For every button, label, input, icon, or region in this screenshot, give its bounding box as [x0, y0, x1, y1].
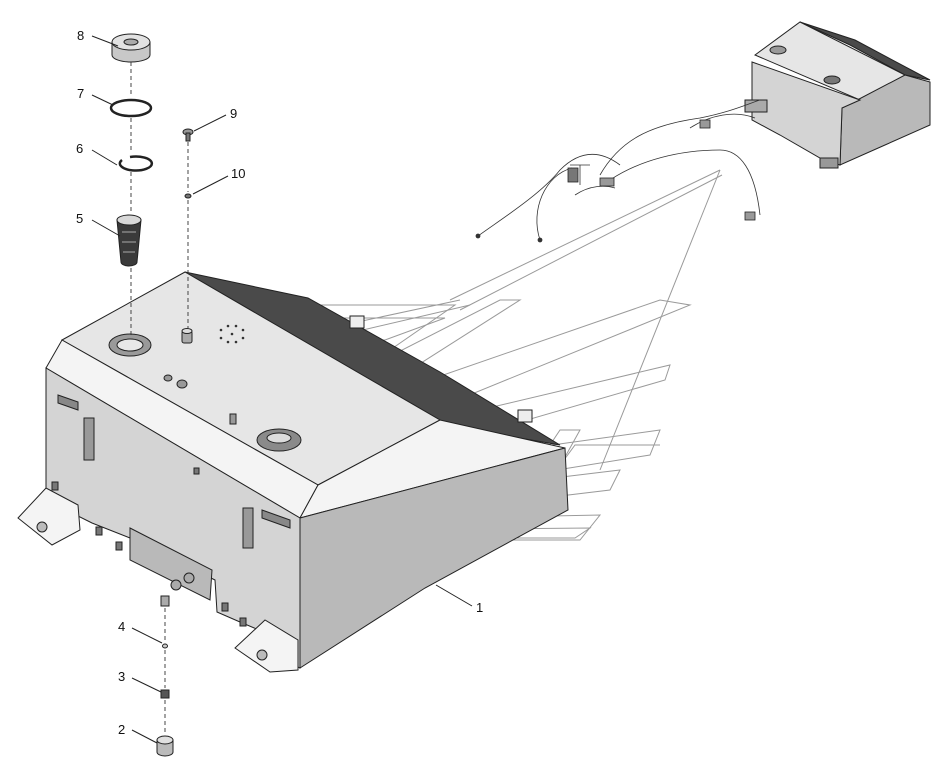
top-boss: [163, 374, 173, 382]
leader-10: [192, 175, 229, 195]
top-boss: [229, 413, 237, 425]
tank-slot: [242, 507, 254, 549]
callout-2: 2: [118, 722, 125, 737]
filler-neck-opening: [116, 338, 144, 352]
callout-4: 4: [118, 619, 125, 634]
leader-lines: [91, 35, 473, 744]
callout-6: 6: [76, 141, 83, 156]
plug-part: [156, 735, 174, 757]
callout-3: 3: [118, 669, 125, 684]
mount-hole: [36, 521, 48, 533]
tank-boss: [193, 467, 200, 475]
tank-tab: [57, 394, 79, 411]
callout-9: 9: [230, 106, 237, 121]
inset-sender: [823, 75, 841, 85]
tank-tab: [261, 509, 291, 529]
callout-1: 1: [476, 600, 483, 615]
leader-4: [131, 627, 163, 644]
sender-port-center: [266, 432, 292, 444]
leader-3: [131, 677, 162, 693]
drain-port: [183, 572, 195, 584]
callout-10: 10: [231, 166, 245, 181]
mount-hole: [256, 649, 268, 661]
tank-slot: [83, 417, 95, 461]
callout-5: 5: [76, 211, 83, 226]
leader-8: [91, 35, 119, 47]
nut-part: [160, 689, 170, 699]
tank-boss: [115, 541, 123, 551]
inset-foot: [819, 157, 839, 169]
callout-7: 7: [77, 86, 84, 101]
vent-boss-top: [181, 328, 193, 334]
wiring-harness: [475, 99, 761, 243]
leader-5: [91, 219, 121, 237]
tank-foot-left: [17, 487, 81, 546]
leader-6: [91, 149, 118, 166]
drain-fitting: [160, 595, 170, 607]
leader-7: [91, 94, 114, 106]
seal-part: [162, 643, 168, 649]
tank-boss: [51, 481, 59, 491]
snap-ring-part: [118, 155, 154, 172]
bolt-circle: [219, 324, 245, 344]
tank-assembly: [17, 271, 569, 673]
strainer-part: [116, 214, 142, 267]
inset-filler: [769, 45, 787, 55]
tank-boss: [239, 617, 247, 627]
top-boss: [176, 379, 188, 389]
drain-port: [170, 579, 182, 591]
tank-boss: [221, 602, 229, 612]
tank-boss: [95, 526, 103, 536]
washer-part: [184, 193, 192, 199]
callout-8: 8: [77, 28, 84, 43]
leader-9: [193, 114, 227, 132]
cap-part: [111, 33, 151, 63]
leader-2: [131, 729, 158, 744]
inset-sloped-panel: [799, 21, 931, 81]
o-ring-part: [109, 98, 153, 118]
lifting-lug: [517, 409, 533, 423]
tank-front-face: [45, 367, 301, 669]
inset-machine: [744, 21, 931, 169]
leader-1: [435, 584, 473, 607]
tank-foot-right: [234, 619, 299, 673]
lifting-lug: [349, 315, 365, 329]
screw-part: [182, 128, 194, 142]
